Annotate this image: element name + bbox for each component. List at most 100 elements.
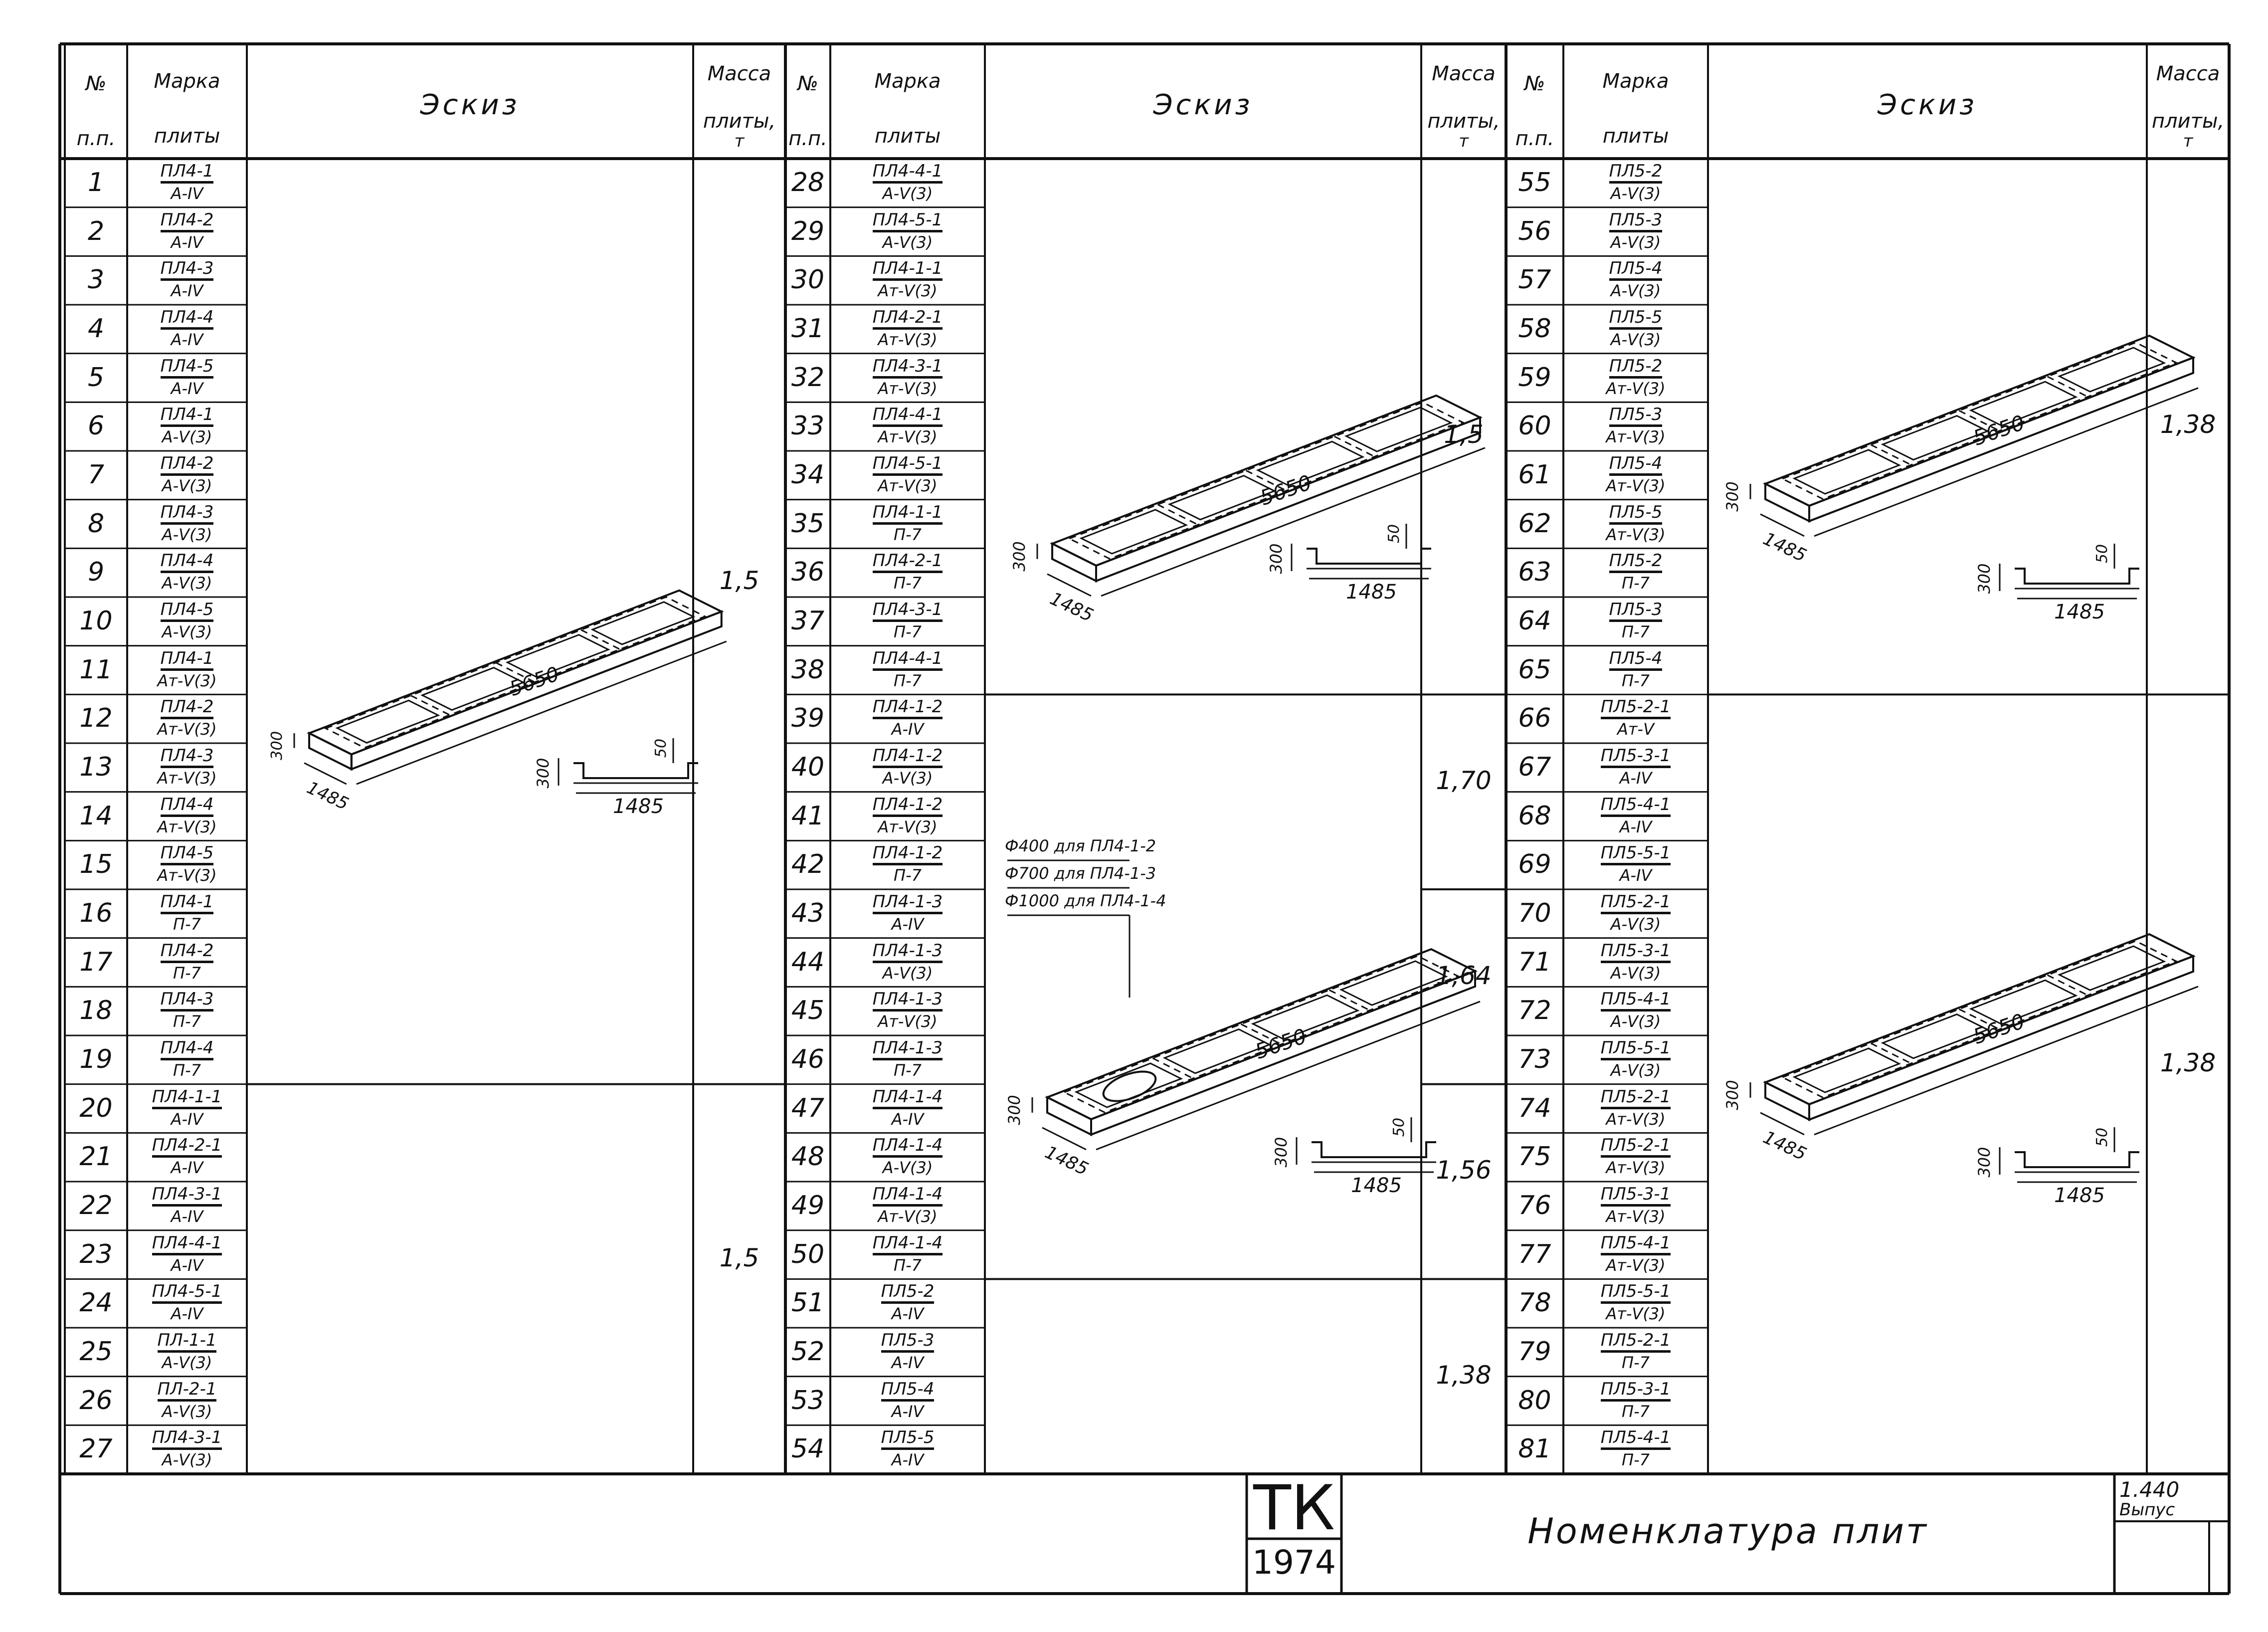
plate-mark-rebar: А-IV: [891, 720, 924, 739]
hole-note: Ф400 для ПЛ4-1-2: [1005, 836, 1156, 855]
header-no-pp: п.п.: [1515, 127, 1554, 150]
row-number: 74: [1518, 1093, 1551, 1123]
row-number: 9: [87, 557, 105, 588]
plate-mark-code: ПЛ5-2: [1609, 358, 1663, 379]
row-number: 57: [1518, 265, 1551, 295]
plate-mark-code: ПЛ4-1-1: [152, 1088, 222, 1109]
row-number: 29: [791, 216, 825, 246]
plate-g1-cross-rib: [495, 662, 536, 683]
plate-mark-code: ПЛ4-1-3: [872, 1039, 943, 1060]
header-mass: Масса: [2156, 62, 2220, 85]
plate-mark-rebar: Ат-V(3): [1606, 1207, 1666, 1226]
header-mass-unit: т: [1459, 131, 1469, 151]
plate-mark-rebar: А-IV: [891, 915, 924, 934]
header-no: №: [797, 72, 818, 95]
plate-mark-rebar: А-V(3): [162, 525, 212, 544]
row-number: 6: [87, 411, 105, 441]
plate-mark-rebar: А-V(3): [882, 232, 933, 252]
plate-g2b-top-face: [1045, 948, 1478, 1121]
plate-mark-rebar: А-IV: [171, 1207, 203, 1226]
row-number: 7: [87, 460, 105, 490]
plate-g2b-panel: [1074, 1062, 1183, 1108]
row-number: 50: [791, 1239, 825, 1269]
row-number: 19: [79, 1044, 113, 1074]
plate-mark-code: ПЛ-1-1: [157, 1332, 217, 1353]
plate-mark-code: ПЛ4-2-1: [872, 309, 943, 330]
plate-mark-rebar: А-IV: [171, 1158, 203, 1178]
plate-mark-code: ПЛ4-3: [160, 747, 214, 768]
plate-mark-code: ПЛ4-5-1: [152, 1283, 222, 1304]
plate-mark-rebar: А-V(3): [1610, 232, 1661, 252]
plate-mark-code: ПЛ5-4-1: [1600, 1234, 1671, 1255]
plate-mark-rebar: П-7: [894, 574, 922, 593]
plate-g3a-front-face: [1764, 482, 1810, 523]
plate-mark-code: ПЛ5-4: [1609, 260, 1663, 281]
plate-mark-code: ПЛ4-4: [160, 309, 214, 330]
plate-mark-rebar: А-V(3): [1610, 963, 1661, 983]
plate-g1-cross-rib: [410, 695, 450, 716]
plate-mark-rebar: А-IV: [171, 1109, 203, 1129]
row-number: 68: [1518, 801, 1551, 831]
plate-mark-rebar: П-7: [894, 671, 922, 690]
plate-g2b-height-label: 300: [1006, 1095, 1024, 1125]
row-number: 36: [791, 557, 825, 588]
plate-mark-code: ПЛ4-1-3: [872, 991, 943, 1012]
plate-mark-rebar: П-7: [894, 525, 922, 544]
plate-mark-rebar: А-IV: [171, 330, 203, 349]
plate-g3b-top-face: [1763, 933, 2196, 1106]
row-number: 40: [791, 752, 825, 782]
header-no-pp: п.п.: [788, 127, 827, 150]
plate-g3a-panel: [2057, 347, 2166, 393]
section-g3a-profile: [2015, 568, 2139, 585]
stamp-title: Номенклатура плит: [1527, 1511, 1928, 1552]
plate-mark-rebar: Ат-V(3): [878, 1012, 938, 1031]
plate-g1-panel: [335, 699, 440, 744]
row-number: 63: [1518, 557, 1551, 588]
plate-g3b-panel: [1792, 1047, 1901, 1093]
row-number: 58: [1518, 314, 1551, 344]
plate-mark-rebar: А-IV: [891, 1109, 924, 1129]
plate-mark-code: ПЛ4-1-2: [872, 698, 943, 720]
plate-mark-rebar: А-IV: [171, 1304, 203, 1324]
plate-mark-code: ПЛ4-1: [160, 893, 214, 914]
row-number: 80: [1518, 1385, 1551, 1416]
plate-g1-length-label: 5650: [507, 662, 562, 701]
row-number: 60: [1518, 411, 1551, 441]
plate-mark-rebar: А-V(3): [1610, 330, 1661, 349]
plate-mark-rebar: Ат-V(3): [878, 330, 938, 349]
plate-mark-code: ПЛ4-4-1: [872, 163, 943, 184]
plate-mark-rebar: А-V(3): [162, 1450, 212, 1470]
plate-g2a-panel: [1344, 407, 1453, 452]
plate-mark-rebar: А-IV: [1619, 769, 1652, 788]
header-mass: Масса: [1432, 62, 1496, 85]
plate-mark-rebar: Ат-V(3): [157, 769, 217, 788]
plate-mark-rebar: А-V(3): [1610, 184, 1661, 203]
row-number: 41: [791, 801, 825, 831]
plate-mark-rebar: А-V(3): [1610, 1061, 1661, 1080]
plate-mark-rebar: А-V(3): [882, 769, 933, 788]
section-g1-height-label: 300: [534, 758, 553, 788]
plate-mark-rebar: А-V(3): [162, 476, 212, 495]
plate-mark-rebar: А-IV: [891, 1402, 924, 1421]
plate-g1-cross-rib: [580, 629, 620, 650]
row-number: 31: [791, 314, 825, 344]
plate-mark-code: ПЛ5-5: [1609, 309, 1663, 330]
row-number: 23: [79, 1239, 113, 1269]
plate-mark-code: ПЛ4-1: [160, 406, 214, 427]
row-number: 21: [79, 1142, 113, 1172]
plate-mark-code: ПЛ4-1-4: [872, 1186, 943, 1207]
